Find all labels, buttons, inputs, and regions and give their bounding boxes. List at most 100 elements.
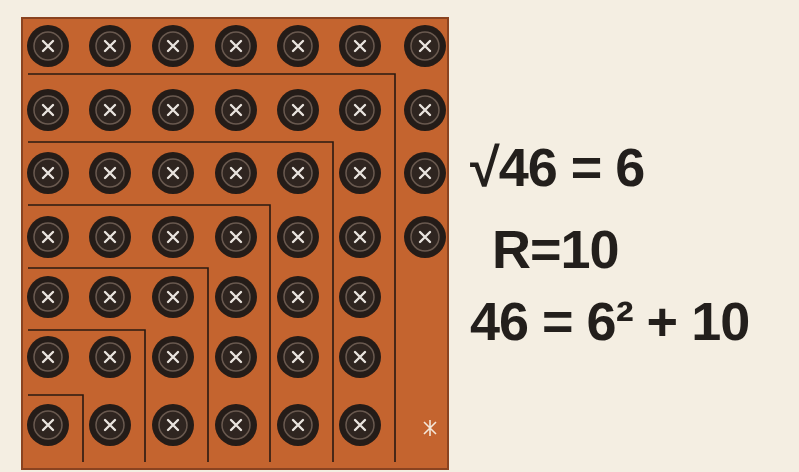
button-rim [346,223,374,251]
button [89,25,131,67]
button-rim [284,283,312,311]
button-rim [222,96,250,124]
button [277,404,319,446]
button-thread [355,105,365,115]
button-thread [105,292,115,302]
button-body [215,216,257,258]
button [152,89,194,131]
button-body [404,216,446,258]
button-thread [168,41,178,51]
button-body [152,404,194,446]
button-rim [346,96,374,124]
button [27,336,69,378]
button-thread [43,420,53,430]
button-rim [284,223,312,251]
button [27,152,69,194]
button-rim [159,411,187,439]
button-thread [355,292,365,302]
button [277,276,319,318]
button-body [339,25,381,67]
button-thread [293,292,303,302]
button-body [152,336,194,378]
button [27,276,69,318]
button-thread [231,41,241,51]
button-body [27,404,69,446]
button-body [277,404,319,446]
button-body [152,276,194,318]
button [215,336,257,378]
button-rim [222,283,250,311]
button [277,216,319,258]
button-body [277,336,319,378]
button-body [89,276,131,318]
button-thread [231,292,241,302]
button-rim [222,411,250,439]
button-body [89,336,131,378]
button-thread [293,41,303,51]
button-rim [96,223,124,251]
button-rim [34,223,62,251]
button-thread [43,352,53,362]
button-body [404,25,446,67]
button [215,152,257,194]
button-rim [411,96,439,124]
button-thread [168,105,178,115]
button-rim [96,32,124,60]
button [277,336,319,378]
button-body [89,25,131,67]
button-thread [231,352,241,362]
button-body [339,216,381,258]
button [339,25,381,67]
button [152,404,194,446]
button-thread [105,105,115,115]
button [89,404,131,446]
button [215,216,257,258]
button-body [215,152,257,194]
button-rim [159,283,187,311]
buttons [27,25,446,446]
button [89,152,131,194]
button-thread [43,168,53,178]
formula: R=10 [492,222,619,276]
button-body [277,216,319,258]
button-thread [355,41,365,51]
button [152,216,194,258]
button-thread [420,232,430,242]
button-thread [231,168,241,178]
button-rim [411,223,439,251]
square-outline [28,142,333,462]
button [152,276,194,318]
button-thread [105,352,115,362]
button [89,89,131,131]
button-thread [168,292,178,302]
button-body [339,404,381,446]
button-thread [105,41,115,51]
button-thread [355,232,365,242]
button-thread [420,168,430,178]
button-rim [34,32,62,60]
formula: 46 = 6² + 10 [470,294,749,348]
button [152,336,194,378]
button-rim [34,283,62,311]
button [404,216,446,258]
button-rim [346,283,374,311]
button-thread [293,232,303,242]
square-outline [28,330,145,462]
signature-mark [424,420,436,436]
button [152,152,194,194]
formula: √46 = 6 [470,140,644,194]
button-thread [293,168,303,178]
button-rim [34,96,62,124]
button [27,89,69,131]
button [215,25,257,67]
button-body [89,216,131,258]
button-thread [43,292,53,302]
button [339,152,381,194]
button [404,89,446,131]
button [404,152,446,194]
button-rim [284,159,312,187]
button-body [89,89,131,131]
button-thread [420,105,430,115]
button [215,404,257,446]
